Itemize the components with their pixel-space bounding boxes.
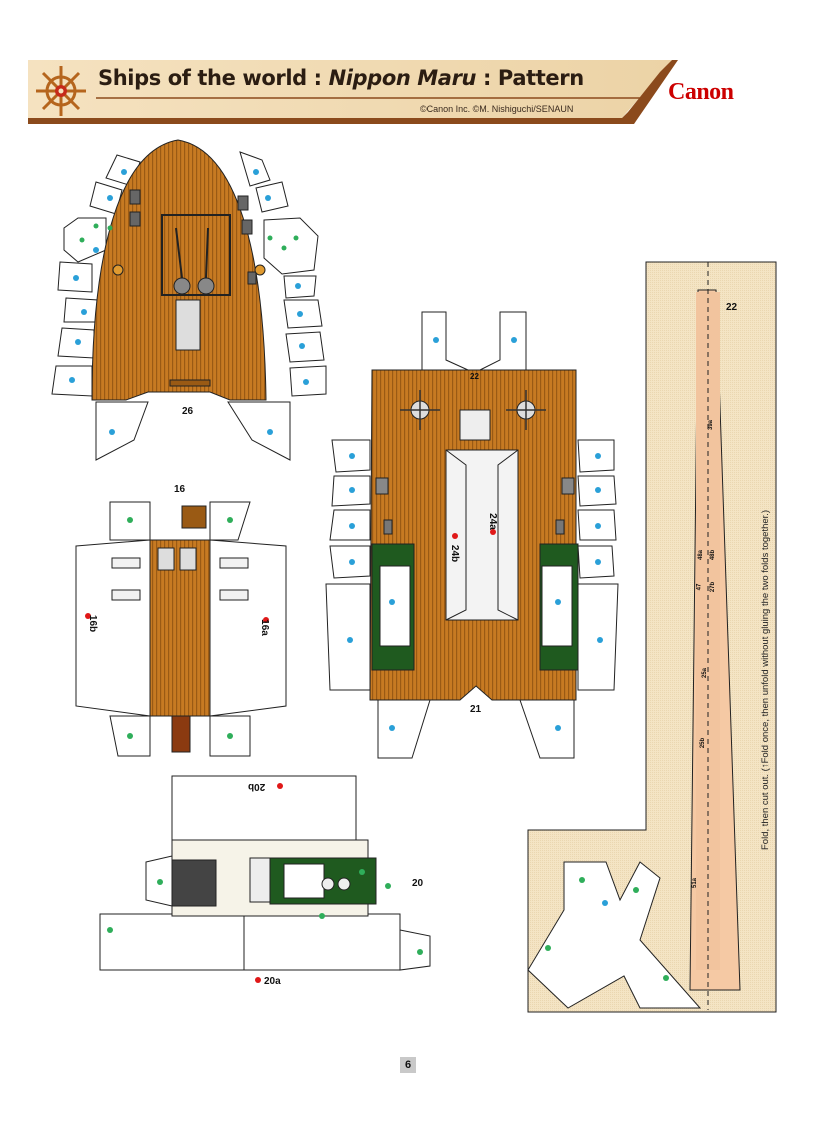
- fold-instruction-note: Fold, then cut out. (↑Fold once, then un…: [760, 509, 771, 850]
- piece-16b-label: 16b: [87, 614, 99, 633]
- mast-label: 27b: [710, 581, 717, 593]
- mast-label: 25a: [702, 667, 709, 679]
- piece-22-top-label: 22: [470, 372, 479, 381]
- mast-label: 48a: [698, 549, 705, 561]
- piece-16: [75, 501, 287, 757]
- piece-26: [51, 139, 327, 461]
- canon-logo: Canon: [668, 79, 734, 105]
- piece-22-label: 22: [726, 302, 738, 313]
- mast-label: 47: [696, 583, 703, 591]
- piece-20: [99, 775, 431, 983]
- piece-21: [325, 311, 619, 759]
- ship-wheel-icon: [36, 66, 86, 116]
- copyright-text: ©Canon Inc. ©M. Nishiguchi/SENAUN: [420, 104, 574, 114]
- mast-label: 25b: [700, 737, 707, 749]
- piece-24b-label: 24b: [449, 544, 461, 563]
- piece-21-label: 21: [470, 704, 482, 715]
- piece-16-label: 16: [174, 484, 186, 495]
- mast-label: 48b: [710, 549, 717, 561]
- page-title: Ships of the world : Nippon Maru : Patte…: [98, 66, 584, 90]
- piece-16a-label: 16a: [258, 619, 270, 636]
- mast-label: 51a: [692, 877, 699, 889]
- piece-22: [527, 261, 777, 1013]
- piece-20-label: 20: [412, 878, 424, 889]
- piece-20a-label: 20a: [264, 976, 281, 987]
- page-number: 6: [400, 1057, 416, 1073]
- piece-20b-label: 20b: [248, 781, 266, 792]
- piece-24a-label: 24a: [486, 513, 498, 530]
- piece-26-label: 26: [182, 406, 194, 417]
- header-banner: [28, 60, 678, 124]
- mast-label: 39a: [708, 419, 715, 431]
